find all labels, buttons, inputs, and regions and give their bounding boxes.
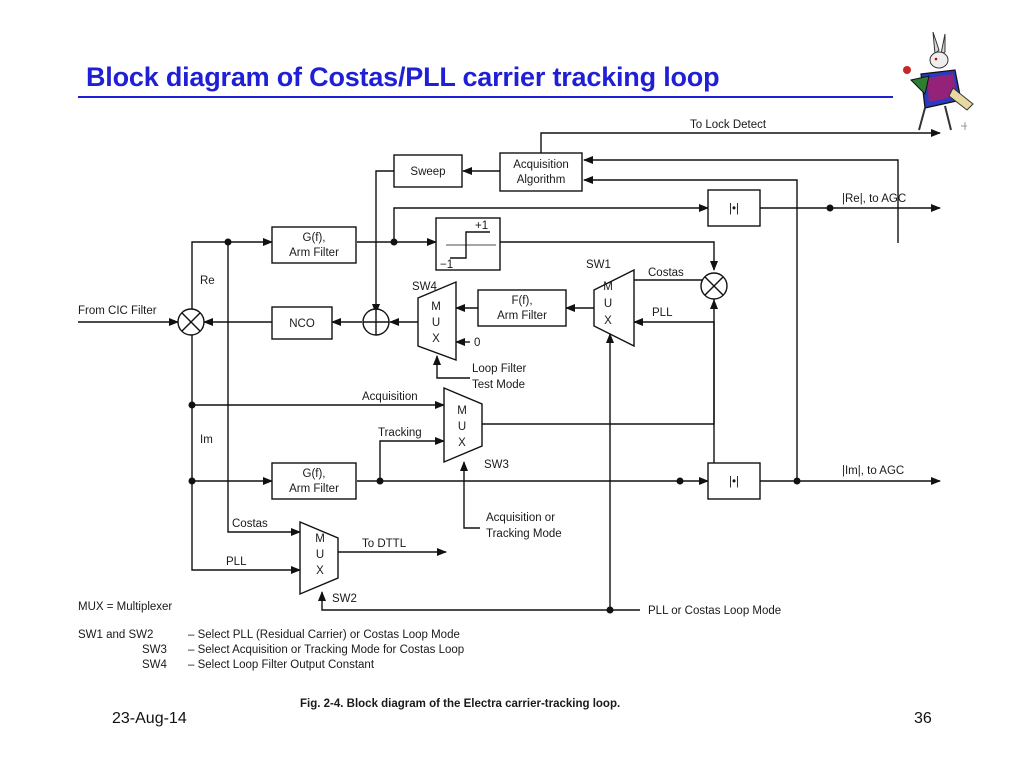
- svg-text:M: M: [315, 533, 325, 545]
- label-sw4: SW4: [412, 281, 438, 293]
- wire-re-to-abs: [393, 204, 709, 242]
- label-loop-filter-2: Test Mode: [472, 379, 525, 391]
- nco-block: [271, 306, 333, 340]
- label-to-lock-detect: To Lock Detect: [690, 119, 767, 131]
- label-from-cic: From CIC Filter: [78, 305, 157, 317]
- svg-text:U: U: [458, 421, 466, 433]
- wire-lf-test-mode: [433, 355, 470, 379]
- g-arm-filter-im: [271, 462, 357, 500]
- adder-junction: [362, 308, 390, 336]
- wire-sw3-mode: [460, 461, 480, 529]
- abs-im-label: |•|: [729, 476, 739, 488]
- label-pll-sw1: PLL: [652, 307, 673, 319]
- sweep-block: [393, 154, 463, 188]
- label-acq-track-2: Tracking Mode: [486, 528, 562, 540]
- svg-text:U: U: [316, 549, 324, 561]
- abs-re-label: |•|: [729, 203, 739, 215]
- wire-mode-line: [318, 591, 640, 611]
- acq-label-1: Acquisition: [513, 159, 569, 171]
- wire-sweep-to-adder: [372, 170, 394, 314]
- label-to-dttl: To DTTL: [362, 538, 407, 550]
- sweep-label: Sweep: [410, 166, 445, 178]
- f-arm-filter: [477, 289, 567, 327]
- limiter-plus-one: +1: [475, 220, 488, 232]
- label-sw1: SW1: [586, 259, 611, 271]
- slide-title: Block diagram of Costas/PLL carrier trac…: [78, 62, 893, 98]
- label-acq-track-1: Acquisition or: [486, 512, 555, 524]
- legend-sw4-desc: – Select Loop Filter Output Constant: [188, 659, 375, 671]
- label-sw2: SW2: [332, 593, 357, 605]
- svg-text:X: X: [432, 333, 440, 345]
- svg-text:X: X: [316, 565, 324, 577]
- hard-limiter-block: [435, 217, 501, 271]
- mux-sw2: [299, 520, 339, 596]
- g-re-label-2: Arm Filter: [289, 247, 339, 259]
- mux-sw3: [443, 386, 483, 464]
- input-mixer: [177, 308, 205, 336]
- svg-text:M: M: [431, 301, 441, 313]
- footer-page-number: 36: [914, 710, 932, 727]
- legend-sw4-key: SW4: [142, 659, 168, 671]
- acq-label-2: Algorithm: [517, 174, 566, 186]
- footer-date: 23-Aug-14: [112, 710, 187, 727]
- legend-sw12-key: SW1 and SW2: [78, 629, 153, 641]
- svg-text:M: M: [457, 405, 467, 417]
- wire-re-branch: [191, 238, 273, 310]
- svg-text:X: X: [604, 315, 612, 327]
- svg-text:M: M: [603, 281, 613, 293]
- label-re: Re: [200, 275, 215, 287]
- g-im-label-2: Arm Filter: [289, 483, 339, 495]
- label-pll-costas-mode: PLL or Costas Loop Mode: [648, 605, 781, 617]
- abs-im-block: [707, 462, 761, 500]
- label-im: Im: [200, 434, 213, 446]
- costas-multiplier: [700, 272, 728, 300]
- abs-re-block: [707, 189, 761, 227]
- wire-im-branch: [191, 334, 301, 574]
- nco-label: NCO: [289, 318, 315, 330]
- limiter-minus-one: −1: [440, 259, 453, 271]
- rabbit-logo: [903, 31, 974, 131]
- label-zero: 0: [474, 337, 480, 349]
- g-im-label-1: G(f),: [303, 468, 326, 480]
- wire-tracking-into-sw3: [379, 437, 445, 481]
- wire-sw3-out: [480, 299, 718, 425]
- label-tracking: Tracking: [378, 427, 422, 439]
- legend-sw12-desc: – Select PLL (Residual Carrier) or Costa…: [188, 629, 460, 641]
- wire-pll-sw1: [633, 318, 715, 481]
- svg-text:U: U: [604, 298, 612, 310]
- g-arm-filter-re: [271, 226, 357, 264]
- wire-costas-sw2: [227, 242, 301, 536]
- label-pll-sw2: PLL: [226, 556, 247, 568]
- svg-text:X: X: [458, 437, 466, 449]
- svg-text:U: U: [432, 317, 440, 329]
- label-im-to-agc: |Im|, to AGC: [842, 465, 904, 477]
- figure-caption: Fig. 2-4. Block diagram of the Electra c…: [300, 698, 620, 710]
- wire-acq-in-bottom: [583, 176, 798, 481]
- mux-sw1: [593, 268, 635, 348]
- f-label-1: F(f),: [511, 295, 532, 307]
- label-sw3: SW3: [484, 459, 509, 471]
- acquisition-algorithm-block: [499, 152, 583, 192]
- legend-mux: MUX = Multiplexer: [78, 601, 172, 613]
- g-re-label-1: G(f),: [303, 232, 326, 244]
- f-label-2: Arm Filter: [497, 310, 547, 322]
- label-re-to-agc: |Re|, to AGC: [842, 193, 906, 205]
- label-costas-sw1: Costas: [648, 267, 684, 279]
- wire-acq-in-top: [583, 156, 899, 243]
- mux-sw4: [417, 280, 457, 362]
- wire-limiter-out: [500, 241, 718, 271]
- label-costas-sw2: Costas: [232, 518, 268, 530]
- legend-sw3-key: SW3: [142, 644, 167, 656]
- legend-sw3-desc: – Select Acquisition or Tracking Mode fo…: [188, 644, 464, 656]
- label-loop-filter-1: Loop Filter: [472, 363, 527, 375]
- wire-lock-detect: [540, 129, 941, 171]
- label-acquisition: Acquisition: [362, 391, 418, 403]
